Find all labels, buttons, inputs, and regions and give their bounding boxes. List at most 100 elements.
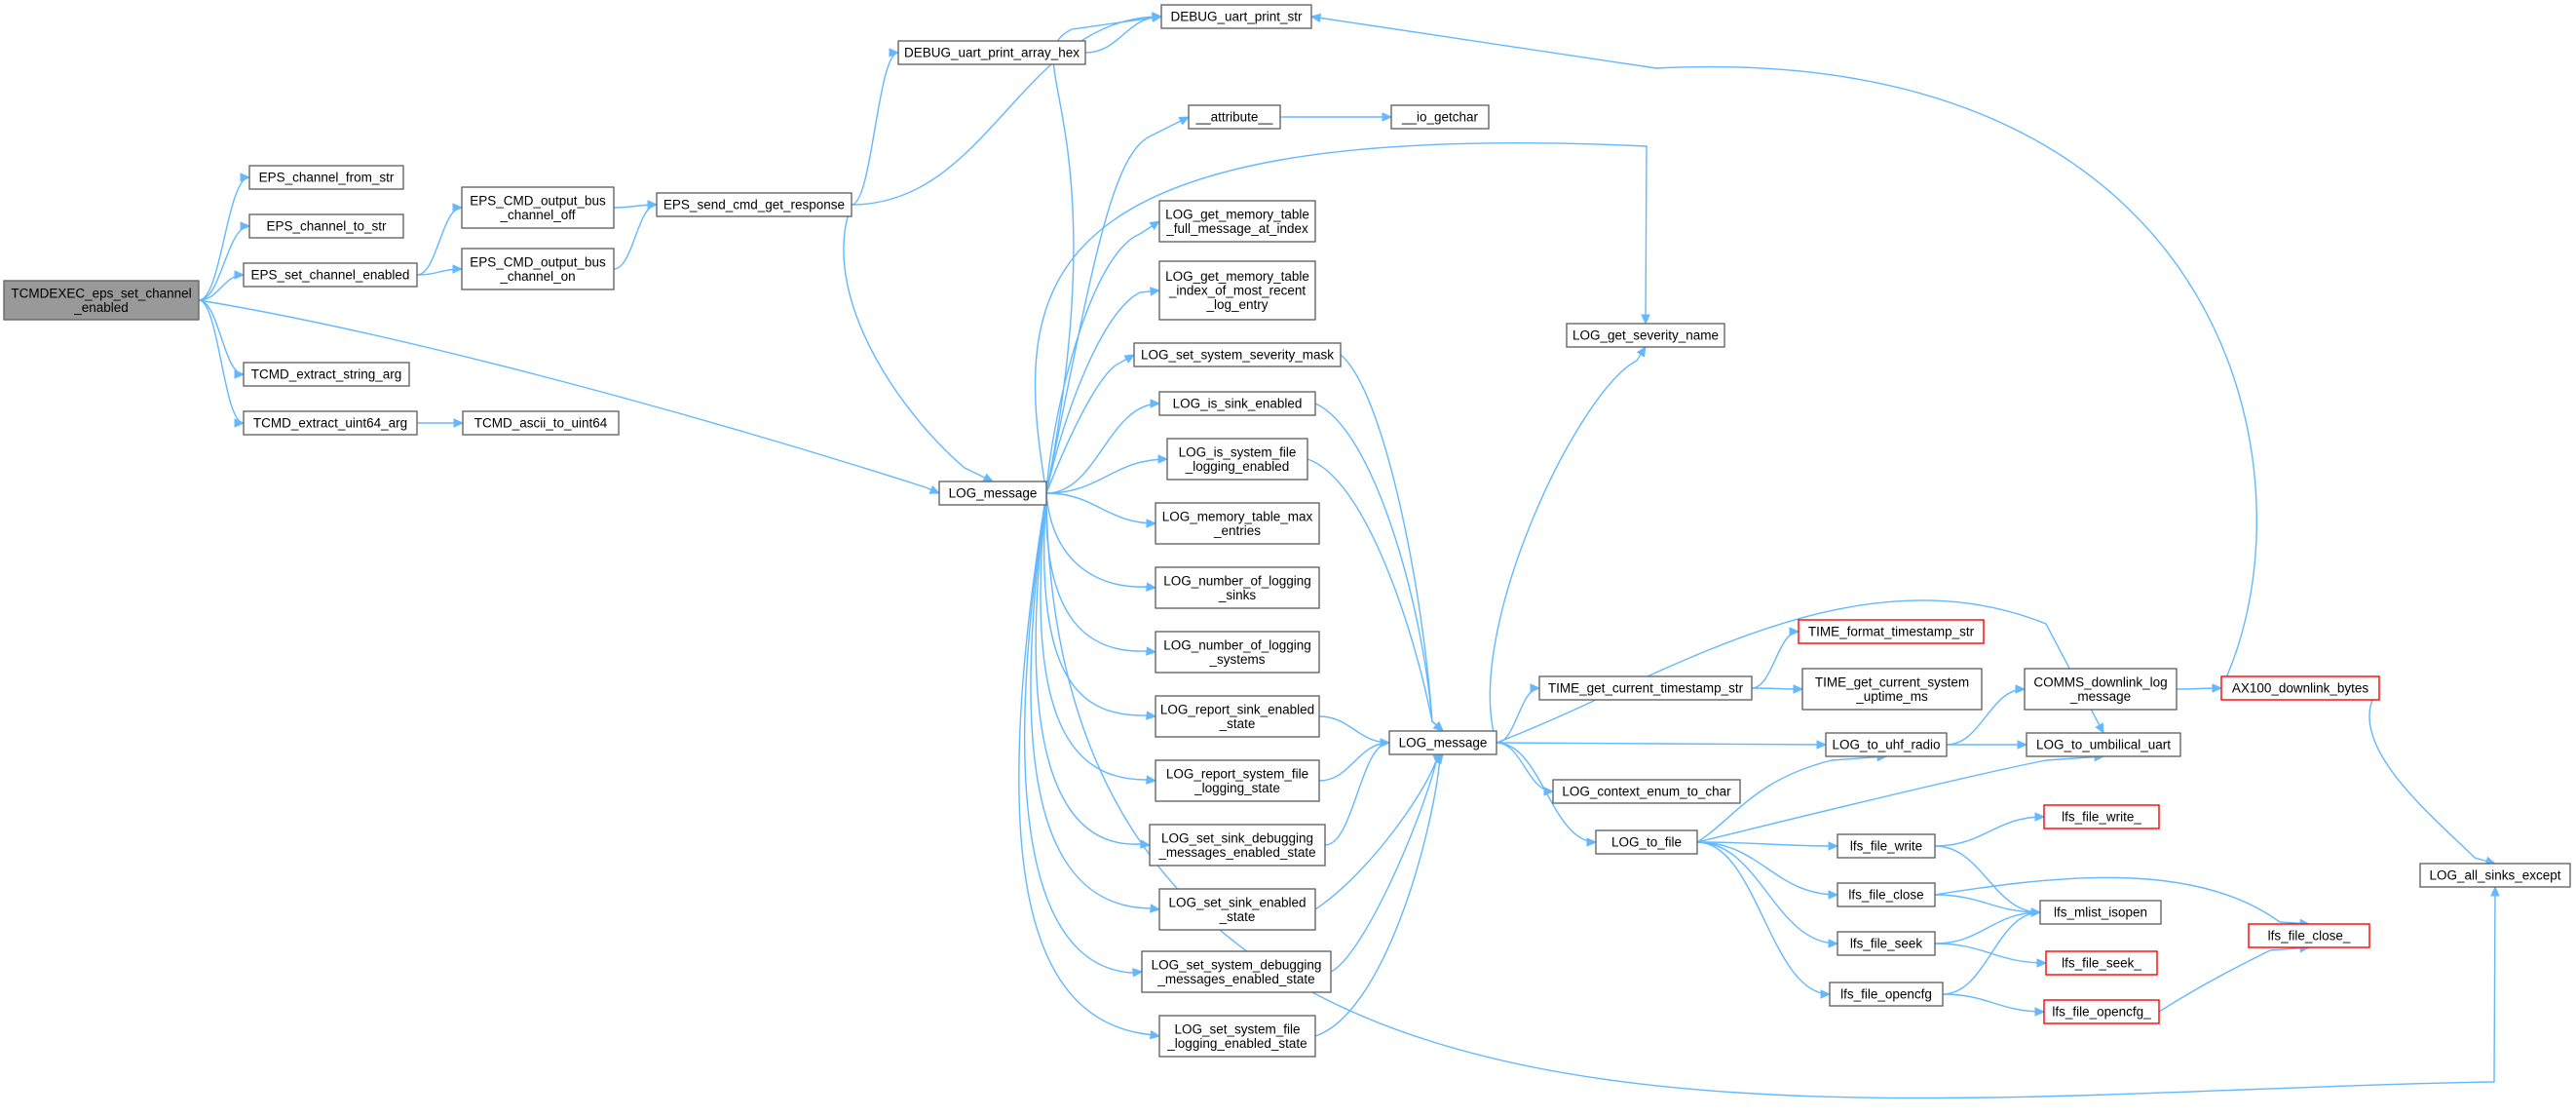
node-box (1166, 438, 1308, 481)
edge-arrowhead (452, 264, 464, 274)
node-debug-uart-print-array-hex[interactable]: DEBUG_uart_print_array_hex (897, 40, 1086, 65)
node-log-get-memory-table-full-message-at-index[interactable]: LOG_get_memory_table_full_message_at_ind… (1158, 200, 1316, 243)
node-label: LOG_is_sink_enabled (1173, 397, 1303, 411)
node-tcmd-extract-uint64-arg[interactable]: TCMD_extract_uint64_arg (243, 410, 418, 436)
node-box (1552, 779, 1741, 804)
node-debug-uart-print-str[interactable]: DEBUG_uart_print_str (1160, 4, 1312, 29)
node-eps-send-cmd-get-response[interactable]: EPS_send_cmd_get_response (656, 192, 852, 217)
node-label: __io_getchar (1401, 110, 1479, 125)
node-log-to-uhf-radio[interactable]: LOG_to_uhf_radio (1825, 732, 1948, 757)
node-ax100-downlink-bytes[interactable]: AX100_downlink_bytes (2220, 675, 2380, 701)
node-log-to-umbilical-uart[interactable]: LOG_to_umbilical_uart (2026, 732, 2181, 757)
node-log-set-system-debugging-messages-enabled-state[interactable]: LOG_set_system_debugging_messages_enable… (1141, 950, 1332, 993)
node-box (1158, 1015, 1316, 1058)
node-log-is-sink-enabled[interactable]: LOG_is_sink_enabled (1158, 391, 1316, 416)
node-lfs-file-opencfg[interactable]: lfs_file_opencfg_ (2043, 999, 2160, 1024)
node-lfs-file-close[interactable]: lfs_file_close (1837, 882, 1936, 907)
node-log-set-system-file-logging-enabled-state[interactable]: LOG_set_system_file_logging_enabled_stat… (1158, 1015, 1316, 1058)
edge-arrowhead (1793, 684, 1804, 694)
node-log-message[interactable]: LOG_message (938, 481, 1047, 506)
node-log-message[interactable]: LOG_message (1388, 730, 1497, 755)
node-time-format-timestamp-str[interactable]: TIME_format_timestamp_str (1798, 619, 1985, 644)
edge-arrowhead (1380, 738, 1391, 748)
node-log-set-system-severity-mask[interactable]: LOG_set_system_severity_mask (1133, 342, 1342, 367)
node-box (2026, 732, 2181, 757)
edge-arrowhead (2034, 812, 2046, 822)
edge-root-to-eps_from_str (198, 176, 250, 301)
node-label: TIME_get_current_timestamp_str (1548, 681, 1744, 696)
edge-log_msg1-to-set_sink_dbg (1035, 492, 1151, 846)
node-lfs-mlist-isopen[interactable]: lfs_mlist_isopen (2039, 900, 2162, 925)
edge-root-to-log_msg1 (198, 299, 940, 494)
node-attribute[interactable]: __attribute__ (1188, 104, 1281, 130)
edge-log_msg2-to-ctx_enum (1496, 742, 1554, 792)
node-box (1829, 982, 1944, 1007)
node-eps-channel-from-str[interactable]: EPS_channel_from_str (248, 165, 404, 190)
node-comms-downlink-log-message[interactable]: COMMS_downlink_log_message (2024, 668, 2178, 711)
node-box (1388, 730, 1497, 755)
node-label: LOG_context_enum_to_char (1562, 785, 1731, 799)
node-lfs-file-seek[interactable]: lfs_file_seek (1837, 931, 1936, 956)
node-log-is-system-file-logging-enabled[interactable]: LOG_is_system_file_logging_enabled (1166, 438, 1308, 481)
node-log-report-system-file-logging-state[interactable]: LOG_report_system_file_logging_state (1155, 759, 1320, 802)
edge-arrowhead (1586, 837, 1598, 847)
edge-arrowhead (1150, 287, 1161, 296)
node-label: lfs_file_close_ (2268, 929, 2351, 944)
node-box (243, 362, 410, 387)
node-log-number-of-logging-systems[interactable]: LOG_number_of_logging_systems (1155, 631, 1320, 674)
node-time-get-current-timestamp-str[interactable]: TIME_get_current_timestamp_str (1538, 675, 1753, 701)
node-tcmdexec-eps-set-channel-enabled[interactable]: TCMDEXEC_eps_set_channel_enabled (3, 280, 200, 321)
edge-arrowhead (2030, 907, 2042, 917)
node-lfs-file-write[interactable]: lfs_file_write_ (2043, 804, 2160, 829)
node-log-memory-table-max-entries[interactable]: LOG_memory_table_max_entries (1155, 502, 1320, 545)
node-io-getchar[interactable]: __io_getchar (1390, 104, 1490, 130)
node-label: lfs_file_opencfg_ (2052, 1005, 2151, 1020)
edge-log_msg1-to-rep_sink (1042, 492, 1156, 717)
node-eps-cmd-output-bus-channel-off[interactable]: EPS_CMD_output_bus_channel_off (461, 186, 615, 229)
edge-arrowhead (2015, 684, 2027, 694)
edge-uhf-to-comms (1946, 688, 2026, 746)
node-box (1158, 200, 1316, 243)
node-label: lfs_file_seek (1850, 937, 1923, 951)
node-label: _state (1219, 716, 1256, 731)
node-lfs-file-opencfg[interactable]: lfs_file_opencfg (1829, 982, 1944, 1007)
node-box (1538, 675, 1753, 701)
node-lfs-file-close[interactable]: lfs_file_close_ (2248, 923, 2370, 948)
node-tcmd-extract-string-arg[interactable]: TCMD_extract_string_arg (243, 362, 410, 387)
node-log-get-memory-table-index-of-most-recent-log-entry[interactable]: LOG_get_memory_table_index_of_most_recen… (1158, 260, 1316, 321)
edge-lfs_close-to-lfs_mlist (1934, 894, 2041, 913)
node-label: LOG_to_uhf_radio (1832, 738, 1940, 752)
node-log-context-enum-to-char[interactable]: LOG_context_enum_to_char (1552, 779, 1741, 804)
node-log-number-of-logging-sinks[interactable]: LOG_number_of_logging_sinks (1155, 566, 1320, 609)
edge-lfs_write-to-lfs_write_ (1934, 816, 2045, 847)
edge-arrowhead (928, 484, 941, 494)
node-box (2024, 668, 2178, 711)
node-label: DEBUG_uart_print_str (1170, 10, 1303, 24)
node-box (1798, 619, 1985, 644)
edge-arrowhead (234, 418, 246, 428)
edge-bus_on-to-send_cmd (613, 204, 658, 270)
node-label: EPS_channel_to_str (266, 219, 387, 234)
node-label: _message (2069, 689, 2131, 704)
node-log-set-sink-enabled-state[interactable]: LOG_set_sink_enabled_state (1158, 888, 1316, 931)
node-log-to-file[interactable]: LOG_to_file (1595, 829, 1698, 855)
node-eps-set-channel-enabled[interactable]: EPS_set_channel_enabled (243, 262, 418, 288)
node-lfs-file-write[interactable]: lfs_file_write (1837, 833, 1936, 859)
edge-log_msg1-to-sys_file (1045, 458, 1168, 494)
node-log-set-sink-debugging-messages-enabled-state[interactable]: LOG_set_sink_debugging_messages_enabled_… (1149, 824, 1326, 867)
node-lfs-file-seek[interactable]: lfs_file_seek_ (2045, 950, 2158, 976)
node-box (1155, 759, 1320, 802)
node-label: lfs_file_write_ (2062, 810, 2141, 825)
edge-set_sys_dbg-to-log_msg2 (1330, 753, 1444, 973)
node-log-report-sink-enabled-state[interactable]: LOG_report_sink_enabled_state (1155, 695, 1320, 738)
node-log-get-severity-name[interactable]: LOG_get_severity_name (1566, 323, 1725, 348)
node-time-get-current-system-uptime-ms[interactable]: TIME_get_current_system_uptime_ms (1801, 668, 1983, 711)
edge-arrowhead (1149, 1029, 1161, 1040)
node-eps-cmd-output-bus-channel-on[interactable]: EPS_CMD_output_bus_channel_on (461, 248, 615, 290)
node-eps-channel-to-str[interactable]: EPS_channel_to_str (248, 213, 404, 239)
call-graph-nodes: TCMDEXEC_eps_set_channel_enabled EPS_chan… (3, 4, 2571, 1058)
node-log-all-sinks-except[interactable]: LOG_all_sinks_except (2419, 863, 2571, 888)
node-tcmd-ascii-to-uint64[interactable]: TCMD_ascii_to_uint64 (462, 410, 620, 436)
node-box (1141, 950, 1332, 993)
edge-arrowhead (2212, 683, 2223, 693)
